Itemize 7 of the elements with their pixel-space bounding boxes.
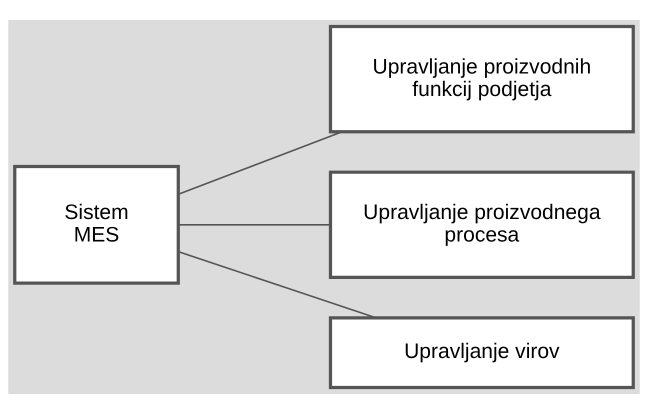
connector — [178, 130, 342, 194]
node-box: Upravljanje proizvodnega procesa — [328, 170, 635, 279]
node-box: Upravljanje proizvodnih funkcij podjetja — [328, 24, 635, 133]
connector — [178, 224, 330, 226]
node-box: Upravljanje virov — [328, 316, 635, 389]
node-box: Sistem MES — [13, 164, 180, 284]
connector — [178, 250, 376, 318]
